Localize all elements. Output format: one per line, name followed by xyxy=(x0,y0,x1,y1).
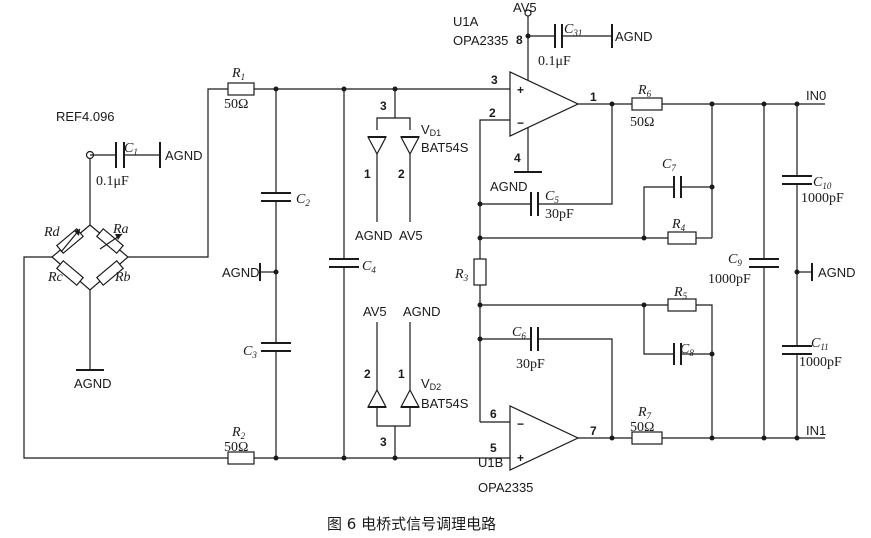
svg-text:3: 3 xyxy=(380,435,387,449)
svg-text:C31: C31 xyxy=(564,22,582,38)
svg-text:8: 8 xyxy=(516,33,523,47)
bridge-rd: Rd xyxy=(43,225,61,240)
u1a-part: OPA2335 xyxy=(453,33,508,48)
capacitor-c4: C4 xyxy=(329,86,376,461)
bridge-agnd: AGND xyxy=(74,376,112,391)
in1-label: IN1 xyxy=(806,423,826,438)
feedback-network-r5-c8: R5 C8 xyxy=(477,285,715,438)
u1b-ref: U1B xyxy=(478,455,503,470)
svg-text:C4: C4 xyxy=(362,259,376,275)
vd2-part: BAT54S xyxy=(421,396,469,411)
svg-text:C9: C9 xyxy=(728,252,742,268)
resistor-r3: R3 xyxy=(454,238,487,422)
svg-text:2: 2 xyxy=(364,367,371,381)
vd1-agnd: AGND xyxy=(355,228,393,243)
opamp-u1b: − + 6 5 7 U1B OPA2335 xyxy=(478,405,597,495)
svg-text:C10: C10 xyxy=(813,175,832,191)
svg-text:VD1: VD1 xyxy=(421,122,441,138)
vd2-av5: AV5 xyxy=(363,304,387,319)
wheatstone-bridge: Rd Ra Rc Rb AGND xyxy=(23,88,228,459)
resistor-r6: R6 50Ω IN0 xyxy=(578,83,826,130)
svg-text:C3: C3 xyxy=(243,344,257,360)
svg-text:C7: C7 xyxy=(662,157,676,173)
bridge-rb: Rb xyxy=(114,270,131,285)
diode-vd1: 3 1 2 VD1 BAT54S AGND AV5 xyxy=(355,86,469,243)
svg-text:2: 2 xyxy=(489,106,496,120)
vd1-part: BAT54S xyxy=(421,140,469,155)
svg-text:4: 4 xyxy=(514,151,521,165)
opamp-u1a: + − 3 2 1 U1A OPA2335 AV5 8 C31 0.1μF AG… xyxy=(453,0,653,238)
c1-agnd: AGND xyxy=(165,148,203,163)
svg-text:C2: C2 xyxy=(296,192,310,208)
diode-vd2: AV5 AGND 2 1 3 VD2 BAT54S xyxy=(363,304,469,461)
capacitor-c5: C5 30pF xyxy=(477,104,613,222)
svg-text:C8: C8 xyxy=(680,342,694,358)
svg-text:C5: C5 xyxy=(545,189,559,205)
svg-text:1: 1 xyxy=(590,90,597,104)
feedback-network-c7-r4: C7 R4 xyxy=(477,101,715,245)
bridge-ra: Ra xyxy=(112,222,129,237)
svg-text:R7: R7 xyxy=(637,405,652,421)
svg-text:6: 6 xyxy=(490,407,497,421)
svg-text:5: 5 xyxy=(490,441,497,455)
resistor-r2: R2 50Ω xyxy=(224,425,510,465)
capacitor-c1: C1 0.1μF AGND xyxy=(96,141,203,189)
c10-value: 1000pF xyxy=(801,191,844,206)
c9-value: 1000pF xyxy=(708,272,751,287)
u1a-agnd: AGND xyxy=(490,179,528,194)
svg-text:C11: C11 xyxy=(811,336,829,352)
c2-c3-agnd: AGND xyxy=(222,265,260,280)
c31-value: 0.1μF xyxy=(538,54,571,69)
c6-value: 30pF xyxy=(516,357,545,372)
r1-value: 50Ω xyxy=(224,97,248,112)
r6-value: 50Ω xyxy=(630,115,654,130)
svg-text:−: − xyxy=(517,116,524,130)
r2-value: 50Ω xyxy=(224,440,248,455)
u1a-ref: U1A xyxy=(453,14,479,29)
svg-text:C1: C1 xyxy=(124,141,138,157)
c1-value: 0.1μF xyxy=(96,174,129,189)
svg-text:−: − xyxy=(517,417,524,431)
svg-text:1: 1 xyxy=(398,367,405,381)
reference-node: REF4.096 xyxy=(56,109,116,225)
resistor-r1: R1 50Ω xyxy=(224,66,510,112)
capacitor-c6: C6 30pF xyxy=(477,325,613,438)
vd1-av5: AV5 xyxy=(399,228,423,243)
svg-text:1: 1 xyxy=(364,167,371,181)
u1b-part: OPA2335 xyxy=(478,480,533,495)
svg-text:R4: R4 xyxy=(671,217,686,233)
svg-text:R6: R6 xyxy=(637,83,652,99)
svg-text:3: 3 xyxy=(380,99,387,113)
figure-caption: 图 6 电桥式信号调理电路 xyxy=(327,515,496,533)
svg-text:C6: C6 xyxy=(512,325,526,341)
resistor-r7: R7 50Ω IN1 xyxy=(578,405,826,445)
svg-text:+: + xyxy=(517,451,524,465)
c10-c11-agnd: AGND xyxy=(818,265,856,280)
u1a-av5: AV5 xyxy=(513,0,537,15)
svg-text:2: 2 xyxy=(398,167,405,181)
svg-text:3: 3 xyxy=(491,73,498,87)
svg-text:VD2: VD2 xyxy=(421,376,441,392)
svg-text:+: + xyxy=(517,83,524,97)
bridge-rc: Rc xyxy=(47,270,64,285)
ref-label: REF4.096 xyxy=(56,109,115,124)
svg-text:R1: R1 xyxy=(231,66,245,82)
c11-value: 1000pF xyxy=(799,355,842,370)
svg-text:R5: R5 xyxy=(673,285,688,301)
c5-value: 30pF xyxy=(545,207,574,222)
capacitor-c2-c3: C2 AGND C3 xyxy=(222,86,310,461)
c31-agnd: AGND xyxy=(615,29,653,44)
in0-label: IN0 xyxy=(806,88,826,103)
svg-text:R2: R2 xyxy=(231,425,246,441)
svg-text:7: 7 xyxy=(590,424,597,438)
capacitor-c9: C9 1000pF xyxy=(708,101,779,441)
r7-value: 50Ω xyxy=(630,420,654,435)
vd2-agnd: AGND xyxy=(403,304,441,319)
capacitor-c10-c11: C10 1000pF AGND C11 1000pF xyxy=(782,101,856,441)
svg-text:R3: R3 xyxy=(454,267,469,283)
